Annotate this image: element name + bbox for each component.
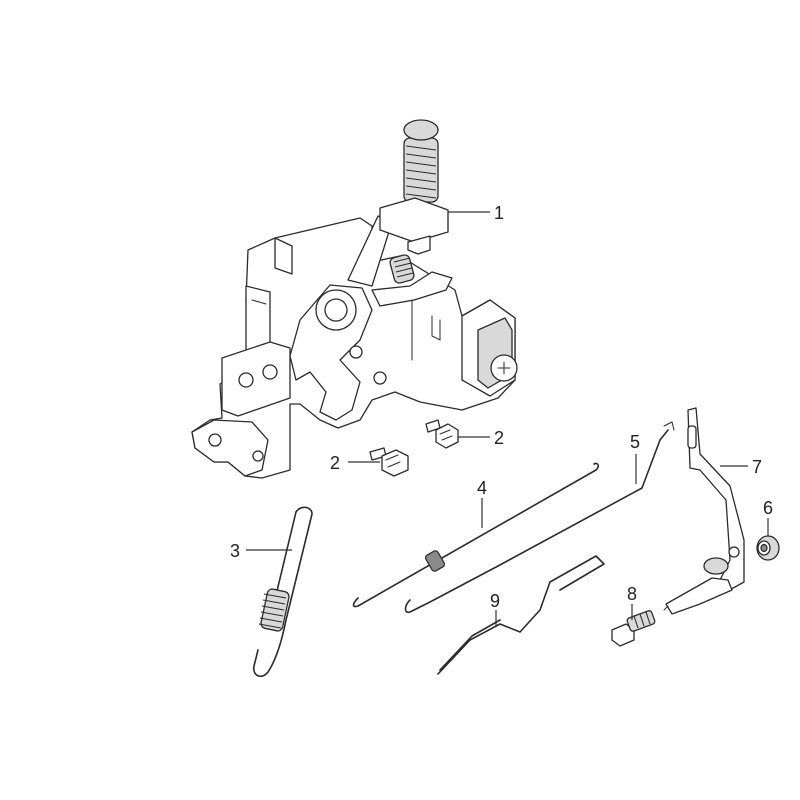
- control-bracket-assembly: [191, 119, 518, 479]
- callout-3: 3: [230, 541, 240, 561]
- throttle-link-rod: [404, 421, 675, 614]
- governor-lever: [663, 407, 745, 615]
- callout-9: 9: [490, 591, 500, 611]
- callout-6: 6: [763, 498, 773, 518]
- bolt-upper: [425, 419, 459, 449]
- spring-rod: [252, 506, 313, 678]
- bracket-spring: [389, 254, 415, 284]
- throttle-knob: [379, 119, 449, 255]
- washer: [756, 535, 780, 561]
- bolt-lower: [369, 447, 409, 477]
- small-bolt: [611, 610, 656, 647]
- callout-1: 1: [494, 203, 504, 223]
- callout-2-lower: 2: [330, 453, 340, 473]
- choke-link: [437, 555, 605, 675]
- spring-wire: [352, 462, 599, 608]
- callout-5: 5: [630, 432, 640, 452]
- callout-8: 8: [627, 584, 637, 604]
- callout-2-upper: 2: [494, 428, 504, 448]
- callout-4: 4: [477, 478, 487, 498]
- callout-7: 7: [752, 457, 762, 477]
